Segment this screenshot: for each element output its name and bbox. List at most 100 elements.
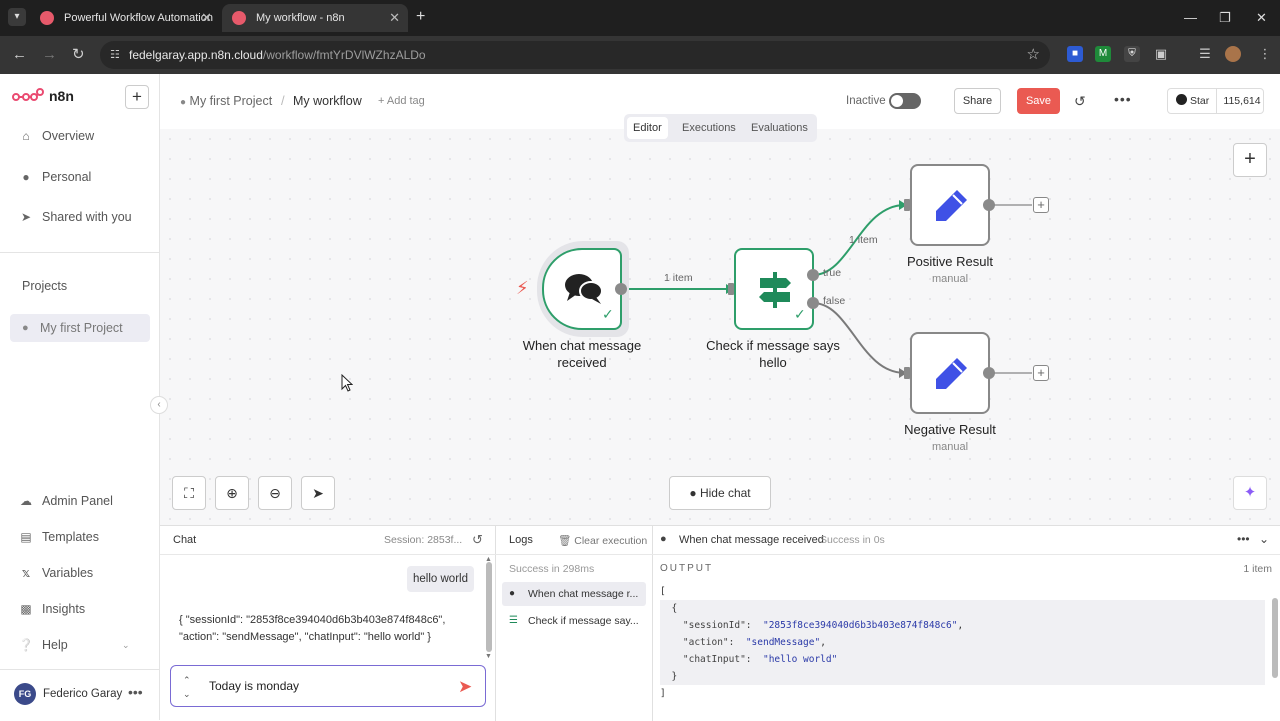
- sidebar-item-label: Help: [42, 638, 68, 652]
- save-button[interactable]: Save: [1017, 88, 1060, 114]
- divider: [0, 252, 160, 253]
- true-label: true: [823, 267, 842, 279]
- sidebar-item-variables[interactable]: 𝕩 Variables: [18, 566, 93, 580]
- json-token: [: [660, 586, 666, 597]
- extension-im-icon[interactable]: M: [1095, 46, 1111, 62]
- chat-bubbles-icon: ●: [660, 533, 667, 545]
- json-line: {: [660, 600, 1265, 617]
- share-button[interactable]: Share: [954, 88, 1001, 114]
- browser-tab-workflow[interactable]: My workflow - n8n ✕: [222, 4, 408, 32]
- node-label-line: Check if message says: [706, 338, 840, 353]
- collapse-sidebar-icon[interactable]: ‹: [150, 396, 168, 414]
- sidebar-item-overview[interactable]: ⌂ Overview: [18, 129, 94, 143]
- connections-layer: [621, 200, 1032, 378]
- node-positive-result[interactable]: [910, 164, 990, 246]
- sidebar-item-admin-panel[interactable]: ☁ Admin Panel: [18, 494, 113, 508]
- node-check-hello[interactable]: ✓: [734, 248, 814, 330]
- sidebar-item-shared[interactable]: ➤ Shared with you: [18, 210, 132, 224]
- history-arrows-icon[interactable]: ⌃⌄: [183, 675, 191, 699]
- add-node-button[interactable]: +: [1233, 143, 1267, 177]
- close-tab-icon[interactable]: ✕: [389, 10, 400, 25]
- chat-input[interactable]: [209, 677, 449, 695]
- github-star-widget[interactable]: Star 115,614: [1167, 88, 1264, 114]
- json-key: "action":: [682, 637, 735, 648]
- add-tag-button[interactable]: + Add tag: [378, 95, 425, 107]
- tidy-up-icon[interactable]: ➤: [301, 476, 335, 510]
- github-star-button[interactable]: Star: [1168, 89, 1217, 113]
- reset-session-icon[interactable]: ↺: [472, 532, 483, 547]
- logs-pane: Logs 🗑 Clear execution Success in 298ms …: [496, 526, 653, 721]
- hide-chat-button[interactable]: ● Hide chat: [669, 476, 771, 510]
- puzzle-extensions-icon[interactable]: ▣: [1154, 46, 1168, 61]
- add-next-node-icon[interactable]: +: [1033, 365, 1049, 381]
- divider: [160, 554, 496, 555]
- fit-view-icon[interactable]: ⛶: [172, 476, 206, 510]
- active-toggle[interactable]: [889, 93, 921, 109]
- node-label: Negative Result: [904, 422, 996, 437]
- trigger-bolt-icon: ⚡: [516, 278, 529, 298]
- output-options-icon[interactable]: •••: [1237, 532, 1250, 546]
- output-handle[interactable]: [615, 283, 627, 295]
- workflow-header: ● My first Project / My workflow + Add t…: [160, 74, 1280, 129]
- json-value: "sendMessage": [745, 637, 821, 648]
- close-tab-icon[interactable]: ✕: [201, 10, 212, 25]
- profile-avatar-icon[interactable]: [1225, 46, 1241, 62]
- output-handle[interactable]: [983, 367, 995, 379]
- zoom-out-icon[interactable]: ⊖: [258, 476, 292, 510]
- output-scrollbar[interactable]: [1272, 598, 1278, 678]
- chat-scrollbar[interactable]: [486, 562, 492, 652]
- user-options-icon[interactable]: •••: [128, 684, 143, 700]
- clear-execution-button[interactable]: 🗑 Clear execution: [558, 534, 647, 547]
- sidebar-item-insights[interactable]: ▩ Insights: [18, 602, 85, 616]
- history-icon[interactable]: ↺: [1074, 93, 1086, 109]
- close-window-icon[interactable]: ✕: [1256, 10, 1267, 25]
- extension-icon[interactable]: ■: [1067, 46, 1083, 62]
- sidebar-item-personal[interactable]: ● Personal: [18, 170, 91, 184]
- json-line: "chatInput": "hello world": [660, 651, 1265, 668]
- shield-extension-icon[interactable]: ⛨: [1124, 46, 1140, 62]
- browser-tab-n8n-site[interactable]: Powerful Workflow Automation ✕: [30, 4, 220, 32]
- node-when-chat-message[interactable]: ✓: [542, 248, 622, 330]
- n8n-logo[interactable]: n8n: [12, 88, 74, 104]
- tab-executions[interactable]: Executions: [682, 122, 736, 134]
- sidebar-item-templates[interactable]: ▤ Templates: [18, 530, 99, 544]
- forward-icon[interactable]: →: [42, 46, 57, 63]
- site-info-icon[interactable]: ☷: [110, 49, 120, 61]
- log-item[interactable]: ☰ Check if message say...: [502, 609, 646, 633]
- create-button[interactable]: +: [125, 85, 149, 109]
- url-bar[interactable]: ☷ fedelgaray.app.n8n.cloud/workflow/fmtY…: [100, 41, 1050, 69]
- browser-menu-icon[interactable]: ⋮: [1258, 46, 1272, 61]
- output-handle[interactable]: [983, 199, 995, 211]
- node-negative-result[interactable]: [910, 332, 990, 414]
- media-control-icon[interactable]: ☰: [1199, 46, 1211, 61]
- true-output-handle[interactable]: [807, 269, 819, 281]
- user-menu[interactable]: FG Federico Garay •••: [0, 669, 160, 720]
- log-item[interactable]: ● When chat message r...: [502, 582, 646, 606]
- scroll-down-icon[interactable]: ▼: [485, 653, 492, 660]
- tab-evaluations[interactable]: Evaluations: [751, 122, 808, 134]
- collapse-panel-icon[interactable]: ⌄: [1259, 532, 1270, 546]
- zoom-in-icon[interactable]: ⊕: [215, 476, 249, 510]
- n8n-logo-icon: [12, 88, 44, 101]
- sidebar-item-help[interactable]: ❔ Help ⌄: [18, 638, 136, 652]
- breadcrumb-project[interactable]: ● My first Project: [180, 94, 272, 108]
- reload-icon[interactable]: ↻: [72, 46, 85, 63]
- sidebar-item-my-first-project[interactable]: ● My first Project: [10, 314, 150, 342]
- new-tab-icon[interactable]: +: [416, 8, 426, 25]
- send-icon[interactable]: ➤: [458, 677, 473, 696]
- ai-assistant-icon[interactable]: ✦: [1233, 476, 1267, 510]
- tab-search-icon[interactable]: ▾: [8, 8, 26, 26]
- false-output-handle[interactable]: [807, 297, 819, 309]
- back-icon[interactable]: ←: [12, 46, 27, 63]
- workflow-name[interactable]: My workflow: [293, 94, 362, 108]
- tab-editor[interactable]: Editor: [627, 117, 668, 139]
- maximize-icon[interactable]: ❐: [1219, 10, 1231, 25]
- more-options-icon[interactable]: •••: [1114, 91, 1132, 107]
- sidebar: n8n + ⌂ Overview ● Personal ➤ Shared wit…: [0, 74, 160, 720]
- bookmark-star-icon[interactable]: ☆: [1026, 46, 1040, 63]
- add-next-node-icon[interactable]: +: [1033, 197, 1049, 213]
- minimize-icon[interactable]: —: [1184, 10, 1197, 25]
- chat-input-box[interactable]: ⌃⌄ ➤: [170, 665, 486, 707]
- scroll-up-icon[interactable]: ▲: [485, 556, 492, 563]
